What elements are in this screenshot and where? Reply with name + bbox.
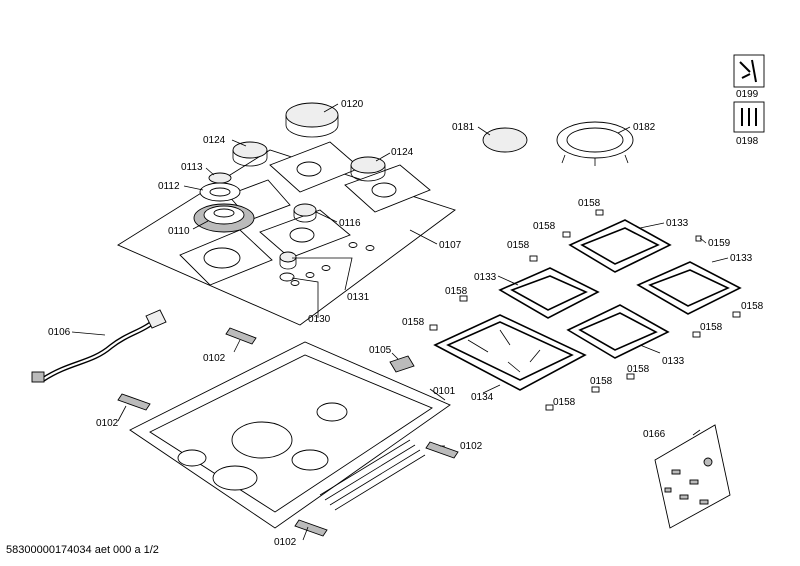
document-number: 58300000174034 aet 000 a 1/2 [6, 544, 159, 556]
label-cover-disc: 0181 [452, 122, 475, 133]
knob-seal [293, 203, 317, 223]
label-clip-top: 0102 [203, 353, 226, 364]
fitting-kit [654, 424, 731, 529]
label-burner-cap-large: 0120 [341, 99, 364, 110]
label-fitting-kit: 0166 [643, 429, 666, 440]
label-grate-left: 0133 [474, 272, 497, 283]
label-rubber-foot: 0158 [445, 286, 468, 297]
label-clip-right: 0102 [460, 441, 483, 452]
wrench-tools-icon [733, 54, 765, 88]
control-knob [279, 251, 297, 270]
grate-left [498, 267, 600, 319]
label-knob-seal: 0116 [339, 218, 361, 229]
wok-ring [556, 121, 634, 166]
label-rubber-foot: 0158 [700, 322, 723, 333]
label-rubber-foot: 0158 [590, 376, 613, 387]
label-grate-right: 0133 [730, 253, 753, 264]
label-screw: 0159 [708, 238, 731, 249]
label-power-cord: 0106 [48, 327, 71, 338]
grate-bottom [566, 304, 670, 359]
label-tools-icon: 0199 [736, 89, 759, 100]
rubber-feet [429, 209, 741, 411]
leader-lines [71, 103, 729, 541]
label-spark-module: 0105 [369, 345, 392, 356]
power-cord [31, 309, 167, 383]
screws-icon [733, 101, 765, 133]
label-rubber-foot: 0158 [402, 317, 425, 328]
label-burner-cap-small-right: 0124 [391, 147, 414, 158]
part-labels: 0120 0124 0124 0113 0112 0110 0116 0107 … [48, 99, 764, 548]
base-tray [129, 341, 451, 529]
label-rubber-foot: 0158 [627, 364, 650, 375]
burner-cap-large [285, 102, 339, 138]
spark-module [389, 355, 415, 373]
burner-cap-inner [208, 172, 232, 184]
burner-cap-small-left [232, 141, 268, 167]
label-burner-crown: 0112 [158, 181, 180, 192]
grate-large [433, 314, 587, 391]
burner-crown [199, 182, 241, 202]
label-clip-left: 0102 [96, 418, 119, 429]
label-rubber-foot: 0158 [533, 221, 556, 232]
burner-base [193, 203, 255, 233]
label-grate-top: 0133 [666, 218, 689, 229]
label-burner-base: 0110 [168, 226, 190, 237]
knob-base [279, 272, 295, 282]
label-screws-icon: 0198 [736, 136, 759, 147]
label-grate-bottom: 0133 [662, 356, 685, 367]
label-grate-large: 0134 [471, 392, 494, 403]
label-hob-top: 0107 [439, 240, 462, 251]
grate-top [568, 219, 672, 273]
label-rubber-foot: 0158 [741, 301, 764, 312]
label-knob: 0131 [347, 292, 370, 303]
clips [117, 327, 459, 537]
label-rubber-foot: 0158 [578, 198, 601, 209]
grate-right [636, 261, 742, 315]
label-rubber-foot: 0158 [553, 397, 576, 408]
label-clip-bottom: 0102 [274, 537, 297, 548]
label-base-tray: 0101 [433, 386, 456, 397]
label-burner-cap-small-left: 0124 [203, 135, 226, 146]
label-knob-base: 0130 [308, 314, 331, 325]
label-wok-ring: 0182 [633, 122, 656, 133]
label-burner-cap-inner: 0113 [181, 162, 203, 173]
cover-disc [482, 127, 528, 153]
label-rubber-foot: 0158 [507, 240, 530, 251]
